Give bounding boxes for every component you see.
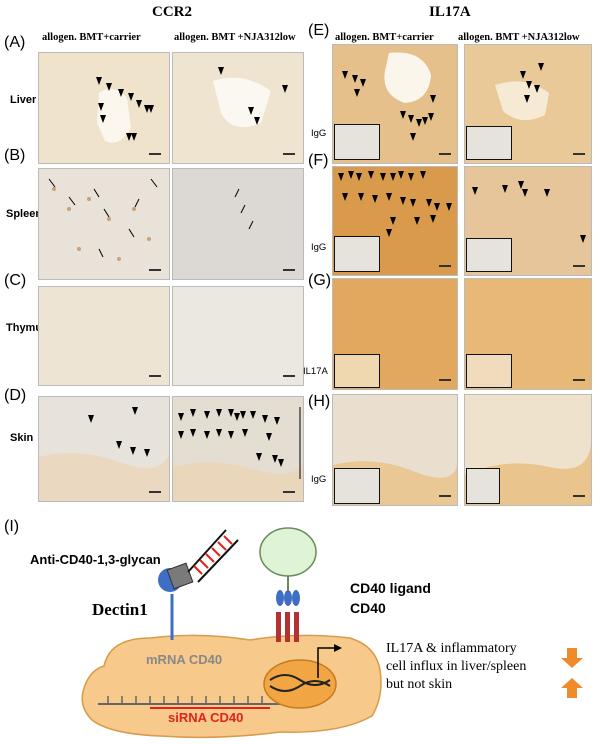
micrograph-thymus-nja [172,286,304,386]
dna-strand [269,674,331,686]
inset-label-f: IgG [311,242,327,253]
cd40-ligand-2 [284,590,292,606]
panel-letter-i: (I) [4,518,20,535]
micrograph-liver-nja [172,52,304,164]
label-cd40-ligand: CD40 ligand [350,580,431,596]
micrograph-thymus-carrier [38,286,170,386]
inset-h [334,468,380,504]
cd40-bar-2 [285,612,290,642]
panel-letter-e: (E) [308,22,330,39]
label-anti-cd40: Anti-CD40-1,3-glycan [30,552,161,567]
row-label-thymus: Thymus [6,322,49,334]
inset-f-nja [466,238,512,272]
inset-label-h: IgG [311,474,327,485]
cd40-ligand-cell [259,527,317,577]
inset-f [334,236,380,272]
micrograph-skin-nja [172,396,304,502]
cd40-bar-3 [294,612,299,642]
panel-letter-c: (C) [4,272,27,289]
panel-letter-g: (G) [308,272,332,289]
inset-h-nja [466,468,500,504]
transcription-arrow [317,647,336,678]
micrograph-liver-carrier [38,52,170,164]
inset-g-nja [466,354,512,388]
cd40-ligand-3 [292,590,300,606]
panel-letter-f: (F) [308,152,329,169]
inset-e [334,124,380,160]
micrograph-skin-carrier [38,396,170,502]
micrograph-spleen-carrier [38,168,170,280]
label-sirna-cd40: siRNA CD40 [168,710,244,725]
inset-label-e: IgG [311,128,327,139]
subheader-ccr2-carrier: allogen. BMT+carrier [42,32,141,43]
inset-g [334,354,380,388]
subheader-ccr2-nja: allogen. BMT +NJA312low [174,32,296,43]
label-mrna-cd40: mRNA CD40 [146,652,223,667]
row-label-spleen: Spleen [6,208,43,220]
subheader-il17a-nja: allogen. BMT +NJA312low [458,32,580,43]
panel-letter-d: (D) [4,387,27,404]
label-dectin1: Dectin1 [92,600,148,619]
row-label-skin: Skin [10,432,34,444]
micrograph-il17a-e-nja [464,44,592,164]
micrograph-spleen-nja [172,168,304,280]
inset-label-g: IL17A [303,366,328,377]
effect-text: IL17A & inflammatory cell influx in live… [386,640,526,694]
inset-e-nja [466,126,512,160]
header-il17a: IL17A [429,4,471,20]
panel-letter-b: (B) [4,147,26,164]
effect-line-3: but not skin [386,677,453,692]
cd40-bar-1 [276,612,281,642]
antibody-ladder [187,529,239,583]
effect-line-2: cell influx in liver/spleen [386,659,527,674]
micrograph-il17a-e-carrier [332,44,458,164]
increase-arrow-icon [561,678,583,698]
effect-line-1: IL17A & inflammatory [386,641,517,656]
diagram-illustration [81,527,583,739]
header-ccr2: CCR2 [152,4,192,20]
panel-letter-h: (H) [308,393,331,410]
panel-letter-a: (A) [4,34,26,51]
label-cd40: CD40 [350,600,386,616]
row-label-liver: Liver [10,94,37,106]
subheader-il17a-carrier: allogen. BMT+carrier [335,32,434,43]
glycan-block [166,562,194,590]
decrease-arrow-icon [561,648,583,668]
cd40-ligand-1 [276,590,284,606]
